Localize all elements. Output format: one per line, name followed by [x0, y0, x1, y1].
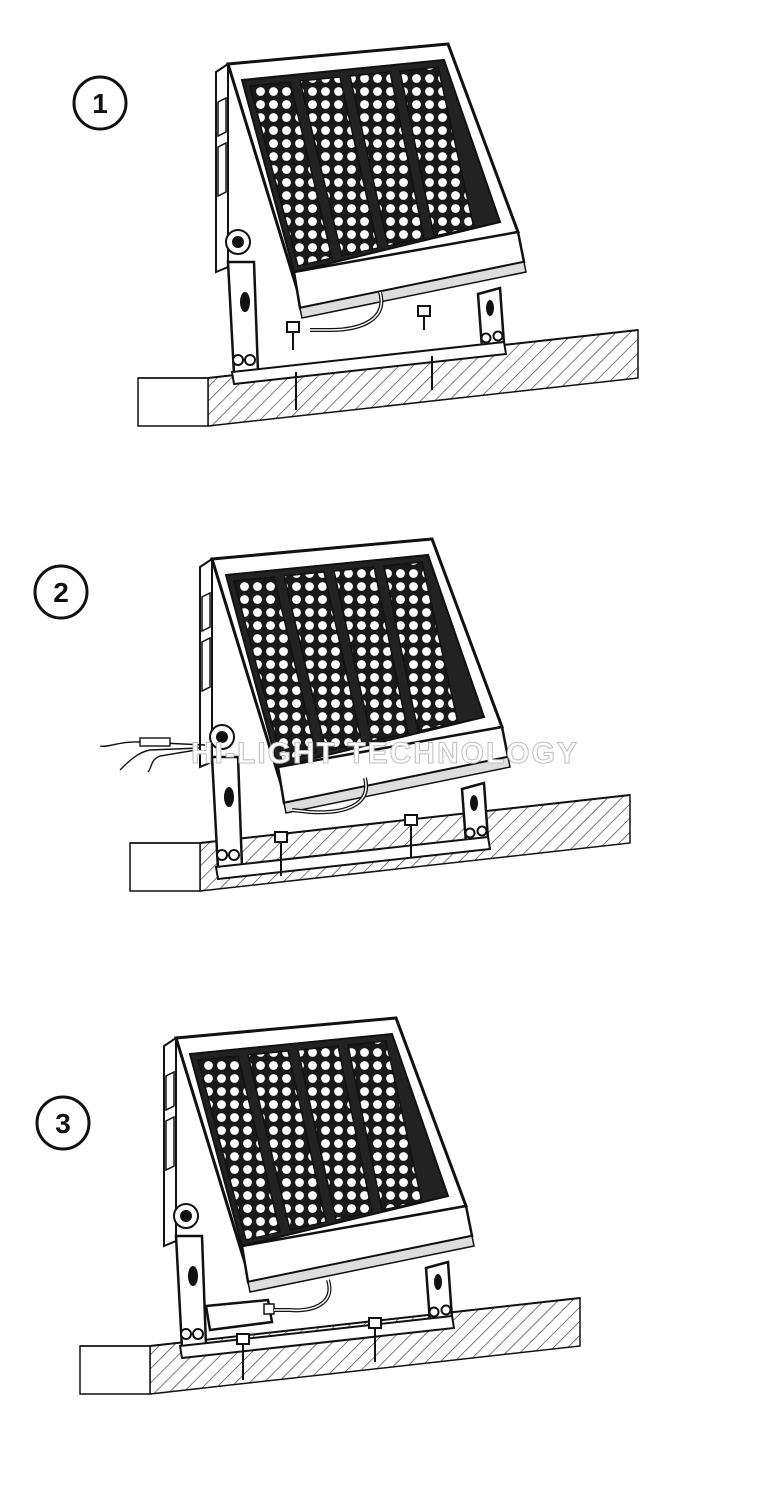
loose-wires — [99, 737, 206, 773]
anchor-bolts — [286, 305, 433, 410]
anchor-bolts — [236, 1317, 382, 1380]
anchor-bolts — [274, 814, 418, 876]
step-2-panel: 2 HI-LIGHT TECHNOLOGY — [33, 537, 631, 892]
flood-light-fixture — [214, 42, 528, 386]
step-1-badge: 1 — [72, 75, 128, 131]
step-3-badge: 3 — [35, 1095, 91, 1151]
junction-box — [204, 1298, 275, 1332]
step-3-number: 3 — [55, 1108, 71, 1139]
mounting-surface — [79, 1297, 581, 1395]
mounting-surface — [137, 329, 639, 427]
mounting-surface — [129, 794, 631, 892]
step-2-number: 2 — [53, 577, 69, 608]
step-2-badge: 2 — [33, 564, 89, 620]
step-1-panel: 1 — [72, 42, 639, 427]
watermark: HI-LIGHT TECHNOLOGY — [191, 737, 579, 770]
step-3-panel: 3 — [35, 1016, 581, 1395]
step-1-number: 1 — [92, 88, 108, 119]
